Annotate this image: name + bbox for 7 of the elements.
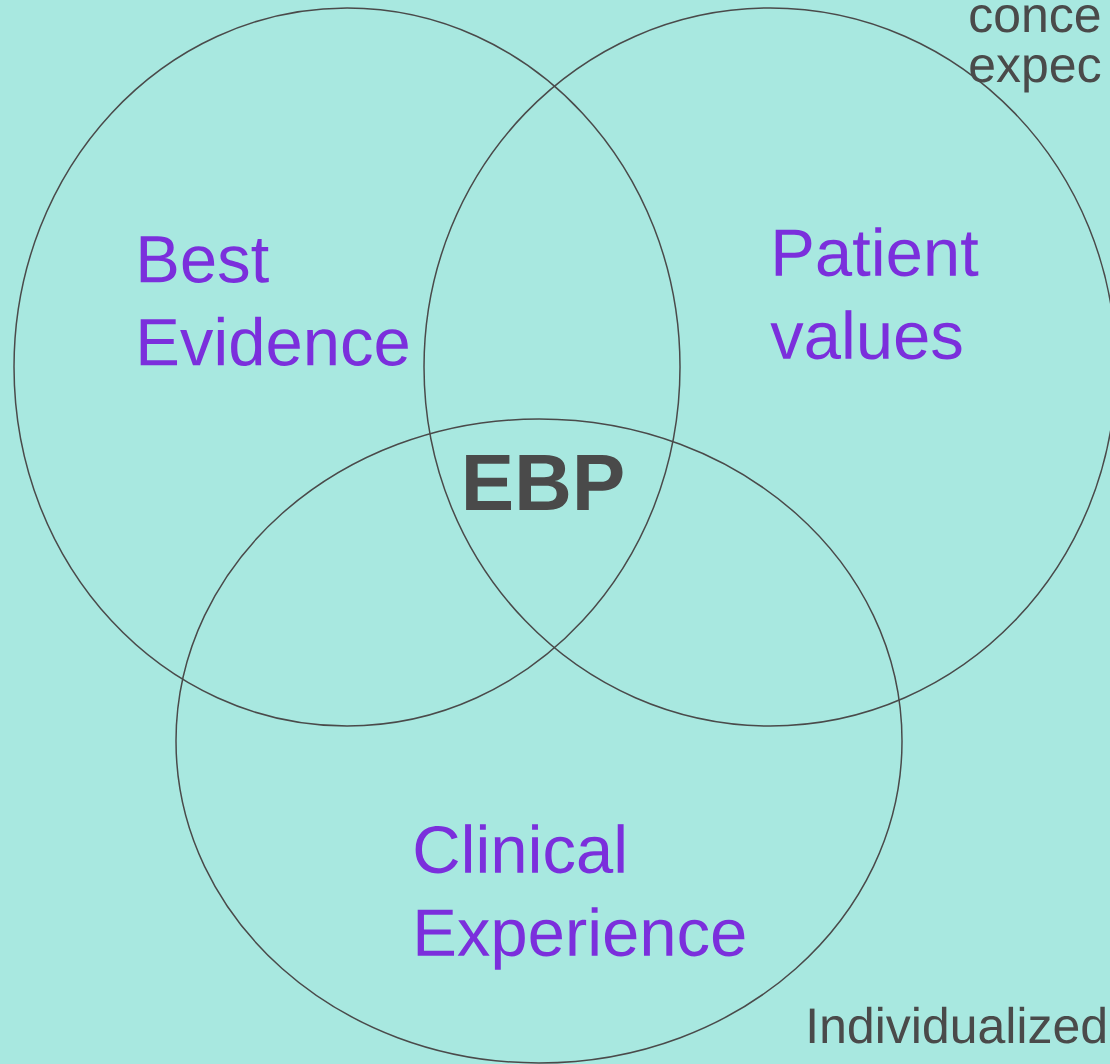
center-label: EBP	[466, 454, 623, 510]
text-label: conce	[970, 5, 1100, 33]
circle-label: Best Evidence	[140, 236, 408, 366]
text-label: expec	[970, 55, 1101, 93]
text-label: Individualized	[809, 1006, 1105, 1044]
circle-label: Patient values	[770, 227, 979, 360]
circle-label: Clinical Experience	[415, 824, 745, 970]
